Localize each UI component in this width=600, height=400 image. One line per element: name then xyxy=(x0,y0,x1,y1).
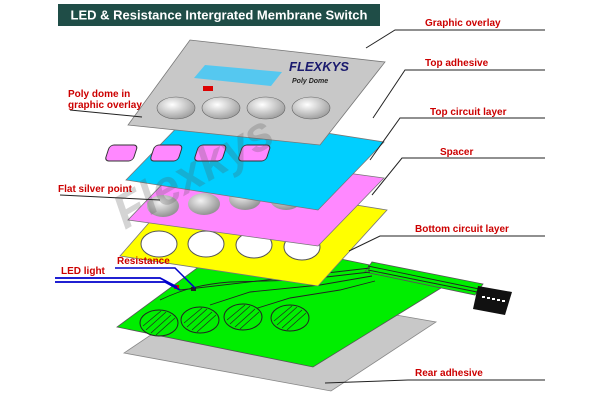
led-indicator xyxy=(203,86,213,91)
spacer-holes xyxy=(140,230,321,261)
leader-graphic-overlay xyxy=(365,29,545,49)
title-background xyxy=(58,4,380,26)
bottom-circuit-layer xyxy=(116,237,512,368)
graphic-overlay-layer: FLEXKYS Poly Dome xyxy=(127,39,386,146)
label-poly-dome-line1: Poly dome in xyxy=(68,89,130,100)
circuit-pad xyxy=(180,306,220,334)
led-wire xyxy=(55,277,178,288)
adhesive-windows xyxy=(105,144,271,162)
display-window xyxy=(194,65,282,86)
label-poly-dome-line2: graphic overlay xyxy=(68,100,142,111)
circuit-tail xyxy=(364,261,484,296)
circuit-traces xyxy=(159,265,480,313)
circuit-pad xyxy=(270,304,310,332)
label-spacer: Spacer xyxy=(440,147,473,158)
graphic-overlay-sheet xyxy=(127,39,386,146)
circuit-pad xyxy=(223,303,263,331)
label-graphic-overlay: Graphic overlay xyxy=(425,18,501,29)
connector-pins xyxy=(482,296,505,302)
leader-lines xyxy=(59,29,545,384)
label-bottom-circuit-layer: Bottom circuit layer xyxy=(415,224,509,235)
connector-icon xyxy=(473,286,512,315)
brand-logo: FLEXKYS xyxy=(289,59,349,74)
label-top-adhesive: Top adhesive xyxy=(425,58,489,69)
label-resistance: Resistance xyxy=(117,256,170,267)
poly-domes xyxy=(156,96,331,120)
label-top-circuit-layer: Top circuit layer xyxy=(430,107,507,118)
label-flat-silver-point: Flat silver point xyxy=(58,184,133,195)
product-name: Poly Dome xyxy=(292,78,328,85)
diagram-title: LED & Resistance Intergrated Membrane Sw… xyxy=(71,8,368,23)
label-led-light: LED light xyxy=(61,266,106,277)
title-bar: LED & Resistance Intergrated Membrane Sw… xyxy=(58,4,380,26)
label-rear-adhesive: Rear adhesive xyxy=(415,368,483,379)
circuit-pad xyxy=(139,309,179,337)
led-wire-2 xyxy=(55,281,181,291)
resistance-wire xyxy=(115,267,196,289)
circuit-pads xyxy=(139,303,310,337)
